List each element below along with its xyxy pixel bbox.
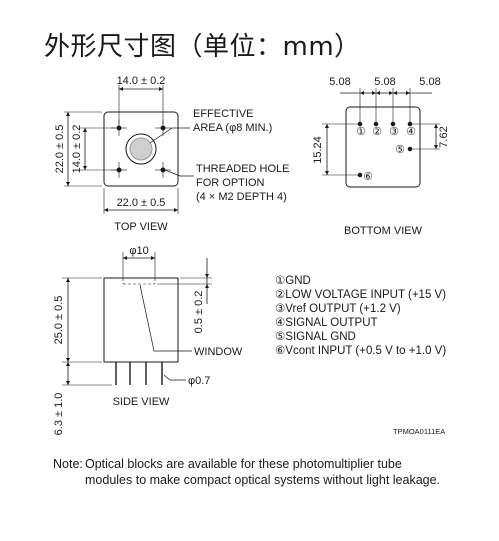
effective-area-label-1: EFFECTIVE — [193, 108, 254, 120]
legend-item: ④SIGNAL OUTPUT — [275, 317, 378, 329]
pitch-label-3: 5.08 — [419, 76, 440, 88]
left-dim-22: 22.0 ± 0.5 — [54, 125, 66, 174]
legend-item: ②LOW VOLTAGE INPUT (+15 V) — [275, 289, 446, 301]
pin-number-1: ① — [356, 126, 366, 138]
bottom-view — [322, 88, 440, 188]
window-dia-label: φ10 — [129, 245, 148, 257]
pitch-label-2: 5.08 — [374, 76, 395, 88]
left-dim-14: 14.0 ± 0.2 — [71, 125, 83, 174]
threaded-hole-label-3: (4 × M2 DEPTH 4) — [196, 191, 287, 203]
bottom-view-body — [345, 106, 421, 188]
bottom-view-label: BOTTOM VIEW — [344, 225, 423, 237]
legend-item: ①GND — [275, 275, 311, 287]
pin-number-6: ⑥ — [363, 171, 373, 183]
threaded-hole-label-1: THREADED HOLE — [196, 163, 290, 175]
page-title: 外形尺寸图（单位：mm） — [44, 32, 361, 62]
effective-area — [129, 137, 153, 161]
bottom-dim-22: 22.0 ± 0.5 — [117, 197, 166, 209]
top-dim-14: 14.0 ± 0.2 — [117, 75, 166, 87]
right-dim-762: 7.62 — [438, 126, 450, 147]
legend-item: ⑥Vcont INPUT (+0.5 V to +1.0 V) — [275, 345, 446, 357]
top-view-body — [103, 111, 179, 187]
pin-number-3: ③ — [389, 126, 399, 138]
legend-item: ③Vref OUTPUT (+1.2 V) — [275, 303, 401, 315]
pin-number-4: ④ — [406, 126, 416, 138]
pin-number-2: ② — [372, 126, 382, 138]
side-view-body — [103, 277, 179, 363]
threaded-hole-label-2: FOR OPTION — [196, 177, 265, 189]
effective-area-label-2: AREA (φ8 MIN.) — [193, 122, 272, 134]
pin-number-5: ⑤ — [395, 144, 405, 156]
pin-legend: ①GND ②LOW VOLTAGE INPUT (+15 V) ③Vref OU… — [275, 275, 446, 357]
effective-area-outline — [125, 133, 157, 165]
top-view — [64, 85, 194, 214]
window-depth-dim: 0.5 ± 0.2 — [193, 291, 205, 334]
drawing-code: TPMOA0111EA — [393, 427, 445, 436]
height-dim-25: 25.0 ± 0.5 — [53, 296, 65, 345]
pin-length-dim: 6.3 ± 1.0 — [53, 393, 65, 436]
side-view-label: SIDE VIEW — [113, 396, 170, 408]
note-text: Optical blocks are available for these p… — [85, 457, 441, 487]
left-dim-1524: 15.24 — [312, 136, 324, 164]
pitch-label-1: 5.08 — [329, 76, 350, 88]
top-view-label: TOP VIEW — [114, 221, 168, 233]
window-label: WINDOW — [194, 346, 243, 358]
side-view — [62, 252, 212, 386]
legend-item: ⑤SIGNAL GND — [275, 331, 356, 343]
note-label: Note: — [53, 457, 83, 471]
pin-dia-label: φ0.7 — [188, 375, 210, 387]
